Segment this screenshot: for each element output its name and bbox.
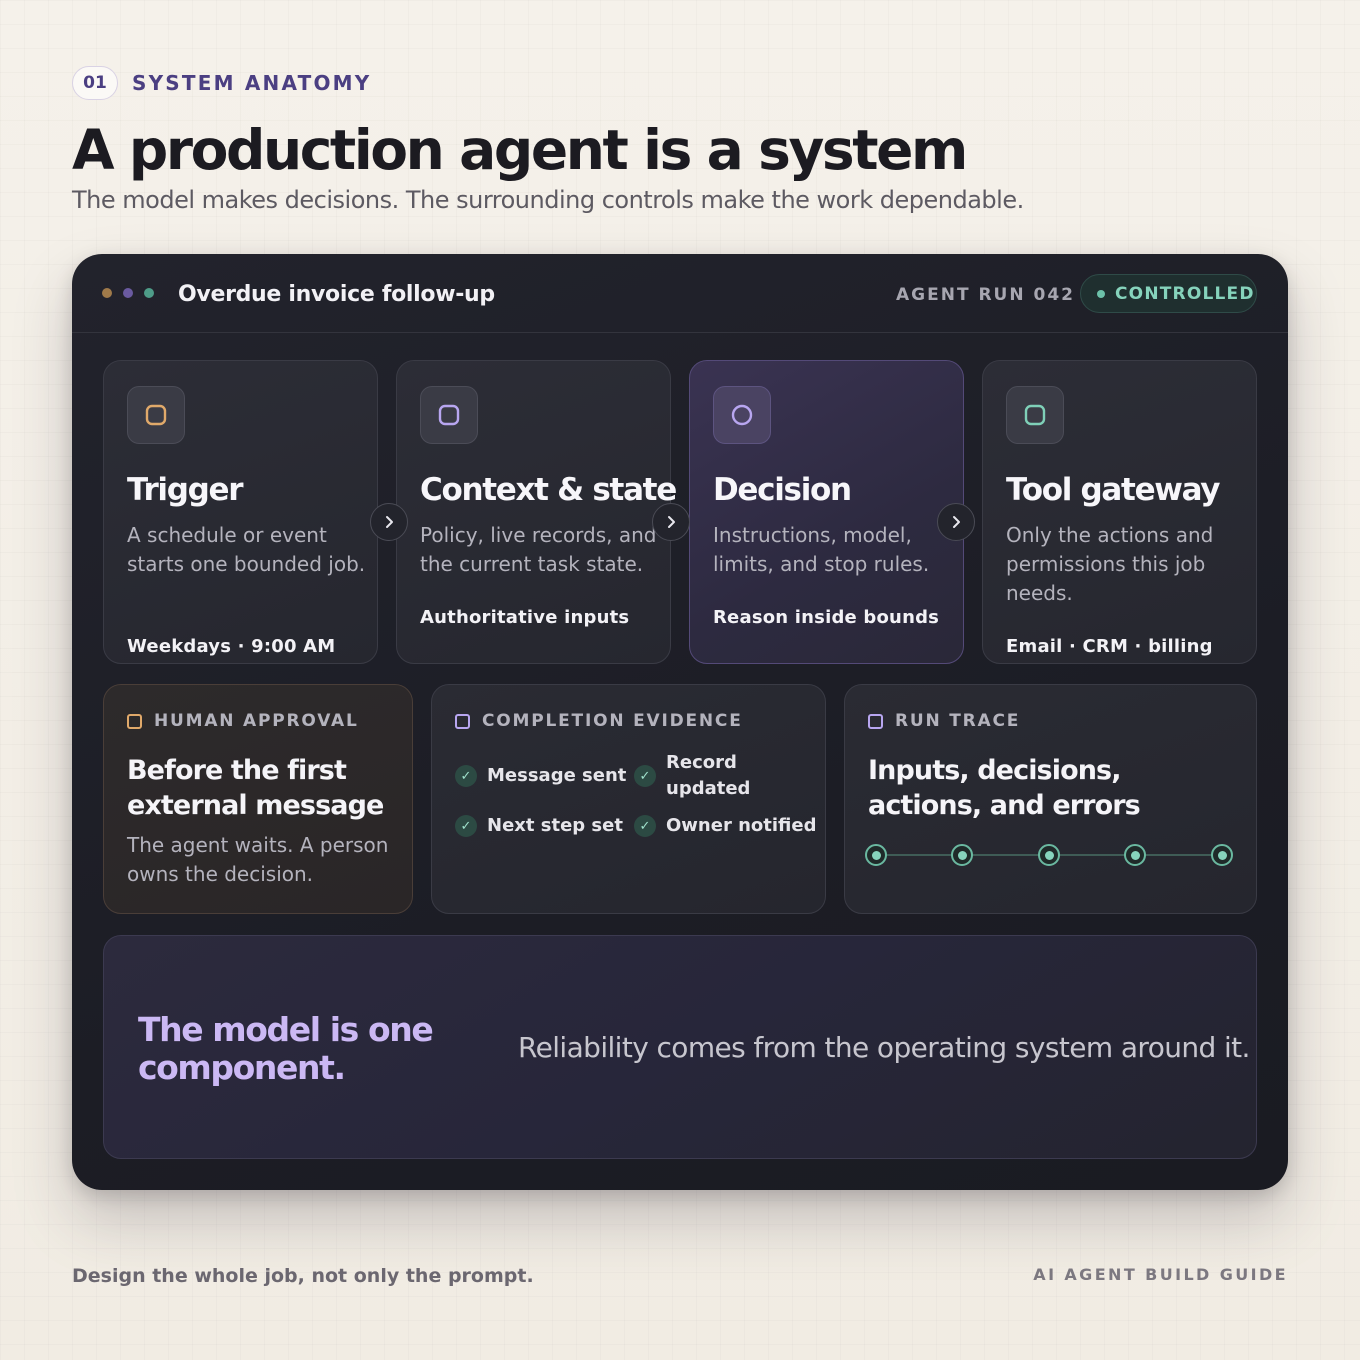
square-icon	[455, 713, 470, 729]
card-label: COMPLETION EVIDENCE	[455, 711, 743, 731]
evidence-item: ✓ Owner notified	[634, 813, 817, 839]
run-id: AGENT RUN 042	[896, 285, 1075, 305]
summary-headline: The model is one component.	[138, 1010, 434, 1087]
run-trace-timeline	[865, 842, 1235, 868]
evidence-item: ✓ Next step set	[455, 813, 623, 839]
agent-run-panel: Overdue invoice follow-up AGENT RUN 042 …	[72, 254, 1288, 1190]
footer-tagline: Design the whole job, not only the promp…	[72, 1265, 534, 1287]
card-label-text: COMPLETION EVIDENCE	[482, 711, 743, 731]
status-dot-icon	[1097, 289, 1105, 298]
card-description: The agent waits. A person owns the decis…	[127, 833, 389, 886]
check-icon: ✓	[455, 765, 477, 787]
step-footer: Reason inside bounds	[713, 607, 940, 628]
check-icon: ✓	[634, 815, 656, 837]
summary-card: The model is one component. Reliability …	[103, 935, 1257, 1159]
step-card-tool-gateway[interactable]: Tool gateway Only the actions and permis…	[982, 360, 1257, 664]
evidence-item-label: Next step set	[487, 815, 623, 836]
evidence-item: ✓ Record updated	[634, 750, 774, 802]
trace-node[interactable]	[1211, 844, 1233, 866]
circle-icon	[713, 386, 771, 444]
card-label-text: HUMAN APPROVAL	[154, 711, 359, 731]
completion-evidence-card: COMPLETION EVIDENCE ✓ Message sent ✓ Rec…	[431, 684, 826, 914]
step-title: Trigger	[127, 472, 244, 508]
card-label: RUN TRACE	[868, 711, 1020, 731]
section-eyebrow: 01 SYSTEM ANATOMY	[72, 66, 371, 100]
page-title: A production agent is a system	[72, 118, 968, 182]
square-icon	[127, 386, 185, 444]
chevron-right-icon	[370, 503, 408, 541]
card-label-text: RUN TRACE	[895, 711, 1021, 731]
square-icon	[127, 713, 142, 729]
card-label: HUMAN APPROVAL	[127, 711, 359, 731]
step-title: Decision	[713, 472, 852, 508]
check-icon: ✓	[634, 765, 656, 787]
check-icon: ✓	[455, 815, 477, 837]
trace-node[interactable]	[1124, 844, 1146, 866]
card-heading: Before the first external message	[127, 755, 384, 821]
step-card-decision[interactable]: Decision Instructions, model, limits, an…	[689, 360, 964, 664]
step-description: Instructions, model, limits, and stop ru…	[713, 523, 930, 576]
window-dot-orange	[102, 288, 112, 298]
chevron-right-icon	[937, 503, 975, 541]
status-badge: CONTROLLED	[1080, 274, 1257, 313]
evidence-item-label: Owner notified	[666, 815, 817, 836]
step-title: Tool gateway	[1006, 472, 1221, 508]
step-card-trigger[interactable]: Trigger A schedule or event starts one b…	[103, 360, 378, 664]
footer-brand: AI AGENT BUILD GUIDE	[1033, 1265, 1288, 1284]
evidence-item-label: Message sent	[487, 765, 627, 786]
trace-node[interactable]	[865, 844, 887, 866]
evidence-item: ✓ Message sent	[455, 763, 626, 789]
step-card-context[interactable]: Context & state Policy, live records, an…	[396, 360, 677, 664]
panel-title: Overdue invoice follow-up	[178, 282, 495, 307]
step-description: Policy, live records, and the current ta…	[420, 523, 657, 576]
window-dot-purple	[123, 288, 133, 298]
step-footer: Weekdays · 9:00 AM	[127, 636, 336, 657]
chevron-right-icon	[652, 503, 690, 541]
step-title: Context & state	[420, 472, 677, 508]
summary-text: Reliability comes from the operating sys…	[518, 1031, 1250, 1064]
trace-node[interactable]	[1038, 844, 1060, 866]
window-dots	[102, 288, 154, 298]
status-label: CONTROLLED	[1115, 283, 1255, 304]
card-heading: Inputs, decisions, actions, and errors	[868, 755, 1141, 821]
square-icon	[868, 713, 883, 729]
evidence-item-label: Record updated	[666, 752, 751, 799]
square-icon	[1006, 386, 1064, 444]
window-dot-green	[144, 288, 154, 298]
step-description: Only the actions and permissions this jo…	[1006, 523, 1214, 605]
human-approval-card: HUMAN APPROVAL Before the first external…	[103, 684, 413, 914]
step-footer: Email · CRM · billing	[1006, 636, 1213, 657]
panel-header: Overdue invoice follow-up AGENT RUN 042 …	[72, 254, 1288, 333]
step-footer: Authoritative inputs	[420, 607, 630, 628]
square-icon	[420, 386, 478, 444]
section-number: 01	[72, 66, 118, 100]
page-subtitle: The model makes decisions. The surroundi…	[72, 186, 1024, 214]
run-trace-card: RUN TRACE Inputs, decisions, actions, an…	[844, 684, 1257, 914]
step-description: A schedule or event starts one bounded j…	[127, 523, 366, 576]
trace-node[interactable]	[951, 844, 973, 866]
section-label: SYSTEM ANATOMY	[132, 71, 372, 95]
